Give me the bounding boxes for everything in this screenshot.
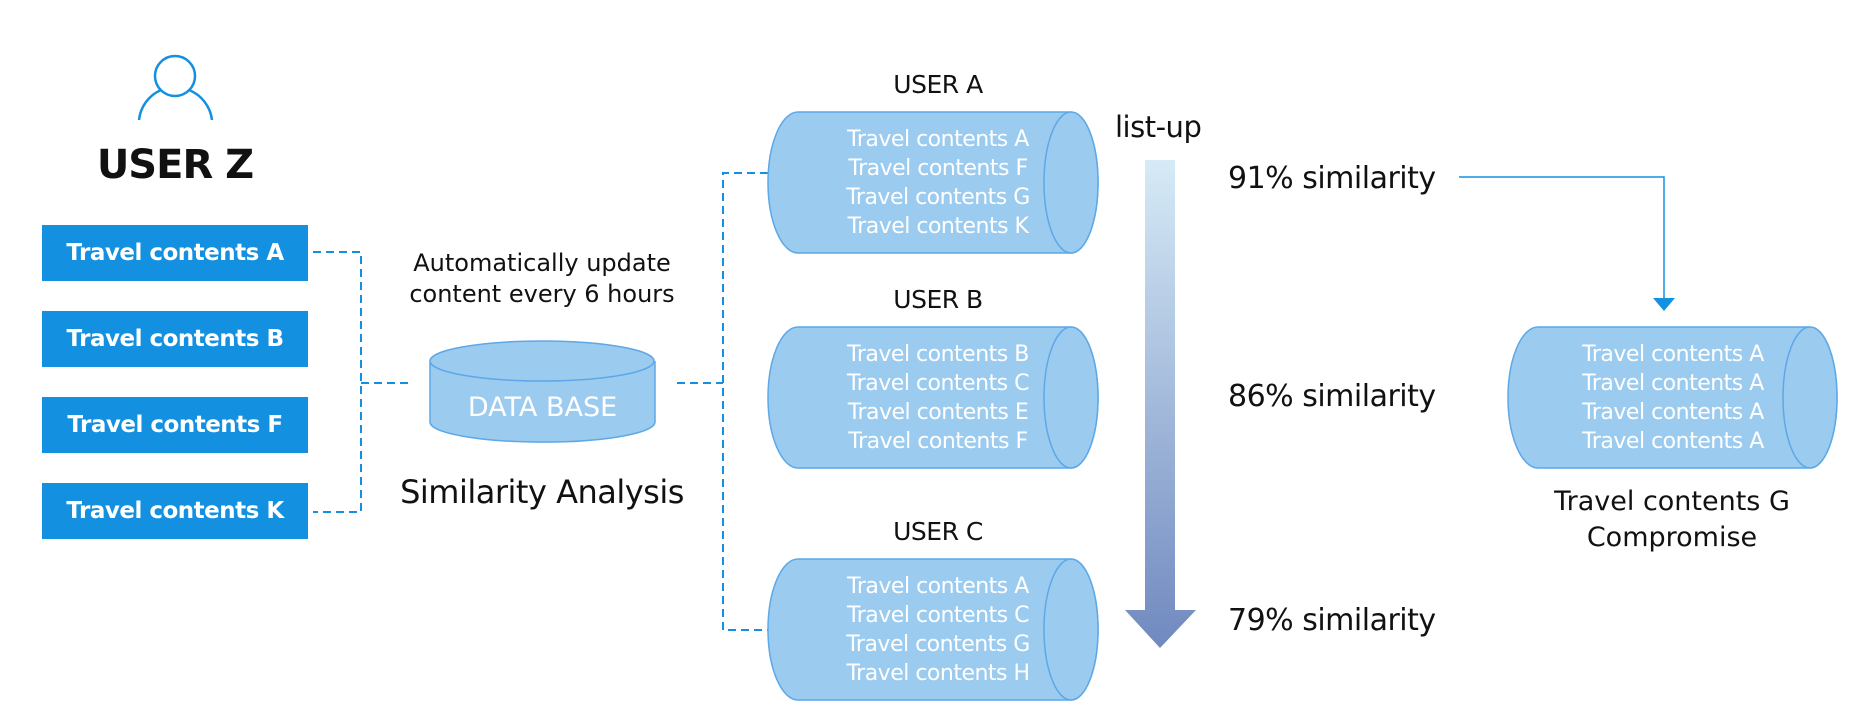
user-z-title: USER Z	[96, 142, 254, 188]
user-c-cylinder	[767, 558, 1099, 701]
user-b-contents: Travel contents B Travel contents C Trav…	[808, 340, 1068, 456]
list-item: Travel contents A	[1582, 429, 1764, 454]
list-item: Travel contents A	[1582, 342, 1764, 367]
similarity-user-c: 79% similarity	[1228, 603, 1436, 638]
list-item: Travel contents A	[1582, 371, 1764, 396]
user-z-content-a[interactable]: Travel contents A	[42, 225, 308, 281]
list-item: Travel contents G	[846, 632, 1030, 657]
database-cylinder	[429, 340, 656, 443]
update-note: Automatically update content every 6 hou…	[392, 248, 692, 310]
arrowhead-icon	[1653, 298, 1675, 311]
list-item: Travel contents H	[846, 661, 1030, 686]
list-item: Travel contents C	[847, 371, 1029, 396]
result-caption-line2: Compromise	[1586, 522, 1758, 553]
list-up-label: list-up	[1115, 110, 1202, 144]
database-label: DATA BASE	[467, 392, 618, 423]
result-caption-line1: Travel contents G	[1554, 486, 1790, 517]
list-item: Travel contents F	[848, 429, 1028, 454]
user-z-content-k[interactable]: Travel contents K	[42, 483, 308, 539]
list-item: Travel contents B	[847, 342, 1029, 367]
result-caption: Travel contents G Compromise	[1522, 484, 1822, 556]
result-cylinder	[1507, 326, 1838, 469]
user-a-label: USER A	[893, 70, 983, 99]
user-b-cylinder	[767, 326, 1099, 469]
list-up-arrow	[1125, 160, 1196, 648]
list-item: Travel contents K	[847, 214, 1029, 239]
similarity-user-b: 86% similarity	[1228, 379, 1436, 414]
connector-database-to-users	[677, 172, 768, 631]
similarity-user-a: 91% similarity	[1228, 161, 1436, 196]
connector-best-match-to-result	[1459, 176, 1675, 311]
user-b-label: USER B	[893, 285, 983, 314]
similarity-analysis-caption: Similarity Analysis	[400, 473, 684, 511]
list-item: Travel contents G	[846, 185, 1030, 210]
update-note-line2: content every 6 hours	[409, 280, 675, 308]
user-z-content-f[interactable]: Travel contents F	[42, 397, 308, 453]
user-c-label: USER C	[893, 517, 983, 546]
list-item: Travel contents F	[848, 156, 1028, 181]
user-icon	[137, 54, 214, 121]
user-a-contents: Travel contents A Travel contents F Trav…	[808, 125, 1068, 241]
connector-contents-to-database	[313, 251, 410, 513]
list-item: Travel contents A	[847, 574, 1029, 599]
list-item: Travel contents C	[847, 603, 1029, 628]
list-item: Travel contents A	[1582, 400, 1764, 425]
list-item: Travel contents E	[847, 400, 1029, 425]
user-z-content-b[interactable]: Travel contents B	[42, 311, 308, 367]
user-a-cylinder	[767, 111, 1099, 254]
update-note-line1: Automatically update	[413, 249, 671, 277]
user-c-contents: Travel contents A Travel contents C Trav…	[808, 572, 1068, 688]
result-contents: Travel contents A Travel contents A Trav…	[1543, 340, 1803, 456]
list-item: Travel contents A	[847, 127, 1029, 152]
